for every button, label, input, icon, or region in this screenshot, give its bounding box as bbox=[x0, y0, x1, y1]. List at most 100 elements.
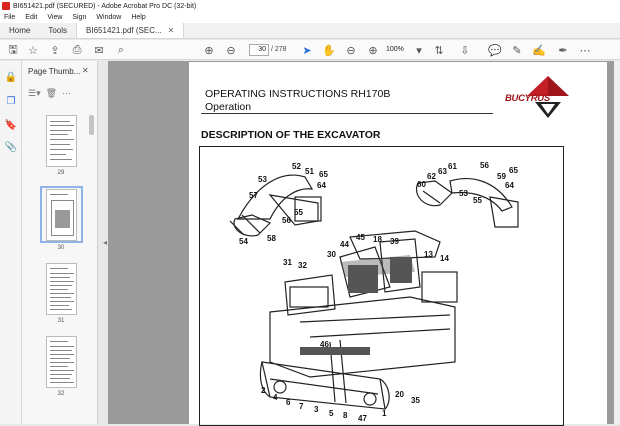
callout: 20 bbox=[395, 390, 404, 399]
page-number-input[interactable]: 30 bbox=[249, 44, 269, 56]
callout: 59 bbox=[497, 172, 506, 181]
thumbnail-label: 30 bbox=[57, 245, 65, 251]
page-thumbnails-icon[interactable]: ❐ bbox=[6, 95, 16, 107]
excavator-illustration bbox=[229, 174, 519, 410]
callout: 63 bbox=[438, 167, 447, 176]
bucyrus-logo bbox=[527, 76, 569, 118]
thumbnail-label: 32 bbox=[57, 391, 65, 397]
thumbnail-label: 29 bbox=[57, 170, 65, 176]
zoom-in-icon[interactable]: ⊕ bbox=[368, 44, 378, 57]
callout: 8 bbox=[343, 411, 348, 420]
callout: 54 bbox=[239, 237, 248, 246]
callout: 56 bbox=[480, 161, 489, 170]
collapse-panel-icon[interactable]: ◂ bbox=[103, 238, 108, 247]
document-scrollbar[interactable] bbox=[614, 61, 620, 424]
callout: 44 bbox=[340, 240, 349, 249]
close-tab-icon[interactable]: ✕ bbox=[167, 26, 175, 35]
fit-page-icon[interactable]: ⇅ bbox=[434, 44, 444, 57]
callout: 35 bbox=[411, 396, 420, 405]
callout: 5 bbox=[329, 409, 334, 418]
email-icon[interactable]: ✉ bbox=[94, 44, 104, 57]
acrobat-app-icon bbox=[2, 2, 10, 10]
callout: 53 bbox=[459, 189, 468, 198]
callout: 51 bbox=[305, 167, 314, 176]
menu-window[interactable]: Window bbox=[96, 14, 122, 21]
highlight-icon[interactable]: ✎ bbox=[512, 44, 522, 57]
section-heading: DESCRIPTION OF THE EXCAVATOR bbox=[201, 129, 381, 141]
callout: 14 bbox=[440, 254, 449, 263]
callout: 2 bbox=[261, 386, 266, 395]
lock-icon[interactable]: 🔒 bbox=[4, 71, 18, 83]
attachments-icon[interactable]: 📎 bbox=[4, 141, 18, 153]
tab-document[interactable]: BI651421.pdf (SEC... ✕ bbox=[76, 23, 185, 38]
callout: 3 bbox=[314, 405, 319, 414]
menu-bar: File Edit View Sign Window Help bbox=[0, 12, 620, 23]
thumbnails-header: Page Thumb... bbox=[28, 67, 81, 76]
callout: 62 bbox=[427, 172, 436, 181]
next-page-icon[interactable]: ⊖ bbox=[226, 44, 236, 57]
callout: 13 bbox=[424, 250, 433, 259]
thumbnail-page-30[interactable] bbox=[46, 189, 77, 241]
bookmark-star-icon[interactable]: ☆ bbox=[28, 44, 38, 57]
search-icon[interactable]: ⌕ bbox=[117, 43, 125, 56]
callout: 64 bbox=[317, 181, 326, 190]
thumbnail-label: 31 bbox=[57, 318, 65, 324]
document-subtitle: Operation bbox=[205, 101, 252, 113]
thumbnail-page-31[interactable] bbox=[46, 263, 77, 315]
menu-help[interactable]: Help bbox=[131, 14, 146, 21]
print-icon[interactable]: ⎙ bbox=[72, 43, 82, 56]
callout: 46 bbox=[320, 340, 329, 349]
tab-document-label: BI651421.pdf (SEC... bbox=[86, 26, 162, 35]
previous-page-icon[interactable]: ⊕ bbox=[204, 44, 214, 57]
save-icon[interactable]: 🖫 bbox=[8, 43, 18, 56]
hand-tool-icon[interactable]: ✋ bbox=[322, 44, 336, 57]
sign-icon[interactable]: ✒ bbox=[558, 44, 568, 57]
callout: 65 bbox=[319, 170, 328, 179]
callout: 39 bbox=[390, 237, 399, 246]
callout: 45 bbox=[356, 233, 365, 242]
menu-sign[interactable]: Sign bbox=[72, 14, 87, 21]
page-display-icon[interactable]: ⇩ bbox=[460, 44, 470, 57]
callout: 53 bbox=[258, 175, 267, 184]
more-tools-icon[interactable]: ⋯ bbox=[579, 44, 591, 57]
callout: 61 bbox=[448, 162, 457, 171]
callout: 58 bbox=[267, 234, 276, 243]
menu-view[interactable]: View bbox=[47, 14, 63, 21]
zoom-out-icon[interactable]: ⊖ bbox=[346, 44, 356, 57]
zoom-dropdown-icon[interactable]: ▾ bbox=[416, 44, 422, 57]
window-title: BI651421.pdf (SECURED) - Adobe Acrobat P… bbox=[13, 2, 197, 10]
draw-icon[interactable]: ✍ bbox=[532, 44, 546, 57]
upload-icon[interactable]: ⇪ bbox=[50, 44, 60, 57]
tab-tools[interactable]: Tools bbox=[48, 26, 68, 35]
close-panel-icon[interactable]: ✕ bbox=[82, 66, 89, 75]
callout: 57 bbox=[249, 191, 258, 200]
thumbnail-options[interactable]: ☰▾ 🗑 ⋯ bbox=[28, 88, 72, 98]
menu-edit[interactable]: Edit bbox=[25, 14, 38, 21]
thumbnail-scrollbar[interactable] bbox=[89, 115, 94, 135]
callout: 7 bbox=[299, 402, 304, 411]
bookmarks-icon[interactable]: 🔖 bbox=[4, 119, 18, 131]
callout: 31 bbox=[283, 258, 292, 267]
thumbnail-page-32[interactable] bbox=[46, 336, 77, 388]
menu-file[interactable]: File bbox=[4, 14, 16, 21]
callout: 55 bbox=[294, 208, 303, 217]
brand-name: BUCYRUS bbox=[505, 93, 550, 104]
comment-icon[interactable]: 💬 bbox=[488, 44, 502, 57]
zoom-level[interactable]: 100% bbox=[386, 46, 404, 53]
thumbnail-page-29[interactable] bbox=[46, 115, 77, 167]
page-total: / 278 bbox=[271, 46, 287, 53]
pdf-page bbox=[189, 62, 607, 424]
callout: 18 bbox=[373, 235, 382, 244]
callout: 65 bbox=[509, 166, 518, 175]
main-toolbar: 🖫 ☆ ⇪ ⎙ ✉ ⌕ ⊕ ⊖ ➤ ✋ ⊖ ⊕ ▾ ⇅ ⇩ 💬 ✎ ✍ ✒ ⋯ bbox=[0, 40, 620, 60]
tab-bar: Home Tools BI651421.pdf (SEC... ✕ bbox=[0, 23, 620, 39]
tab-home[interactable]: Home bbox=[9, 26, 31, 35]
navigation-rail: 🔒 ❐ 🔖 📎 bbox=[0, 61, 22, 424]
select-tool-icon[interactable]: ➤ bbox=[302, 44, 312, 57]
callout: 56 bbox=[282, 216, 291, 225]
document-title: OPERATING INSTRUCTIONS RH170B bbox=[205, 88, 391, 100]
callout: 64 bbox=[505, 181, 514, 190]
thumbnail-selection bbox=[40, 186, 83, 243]
callout: 32 bbox=[298, 261, 307, 270]
callout: 55 bbox=[473, 196, 482, 205]
